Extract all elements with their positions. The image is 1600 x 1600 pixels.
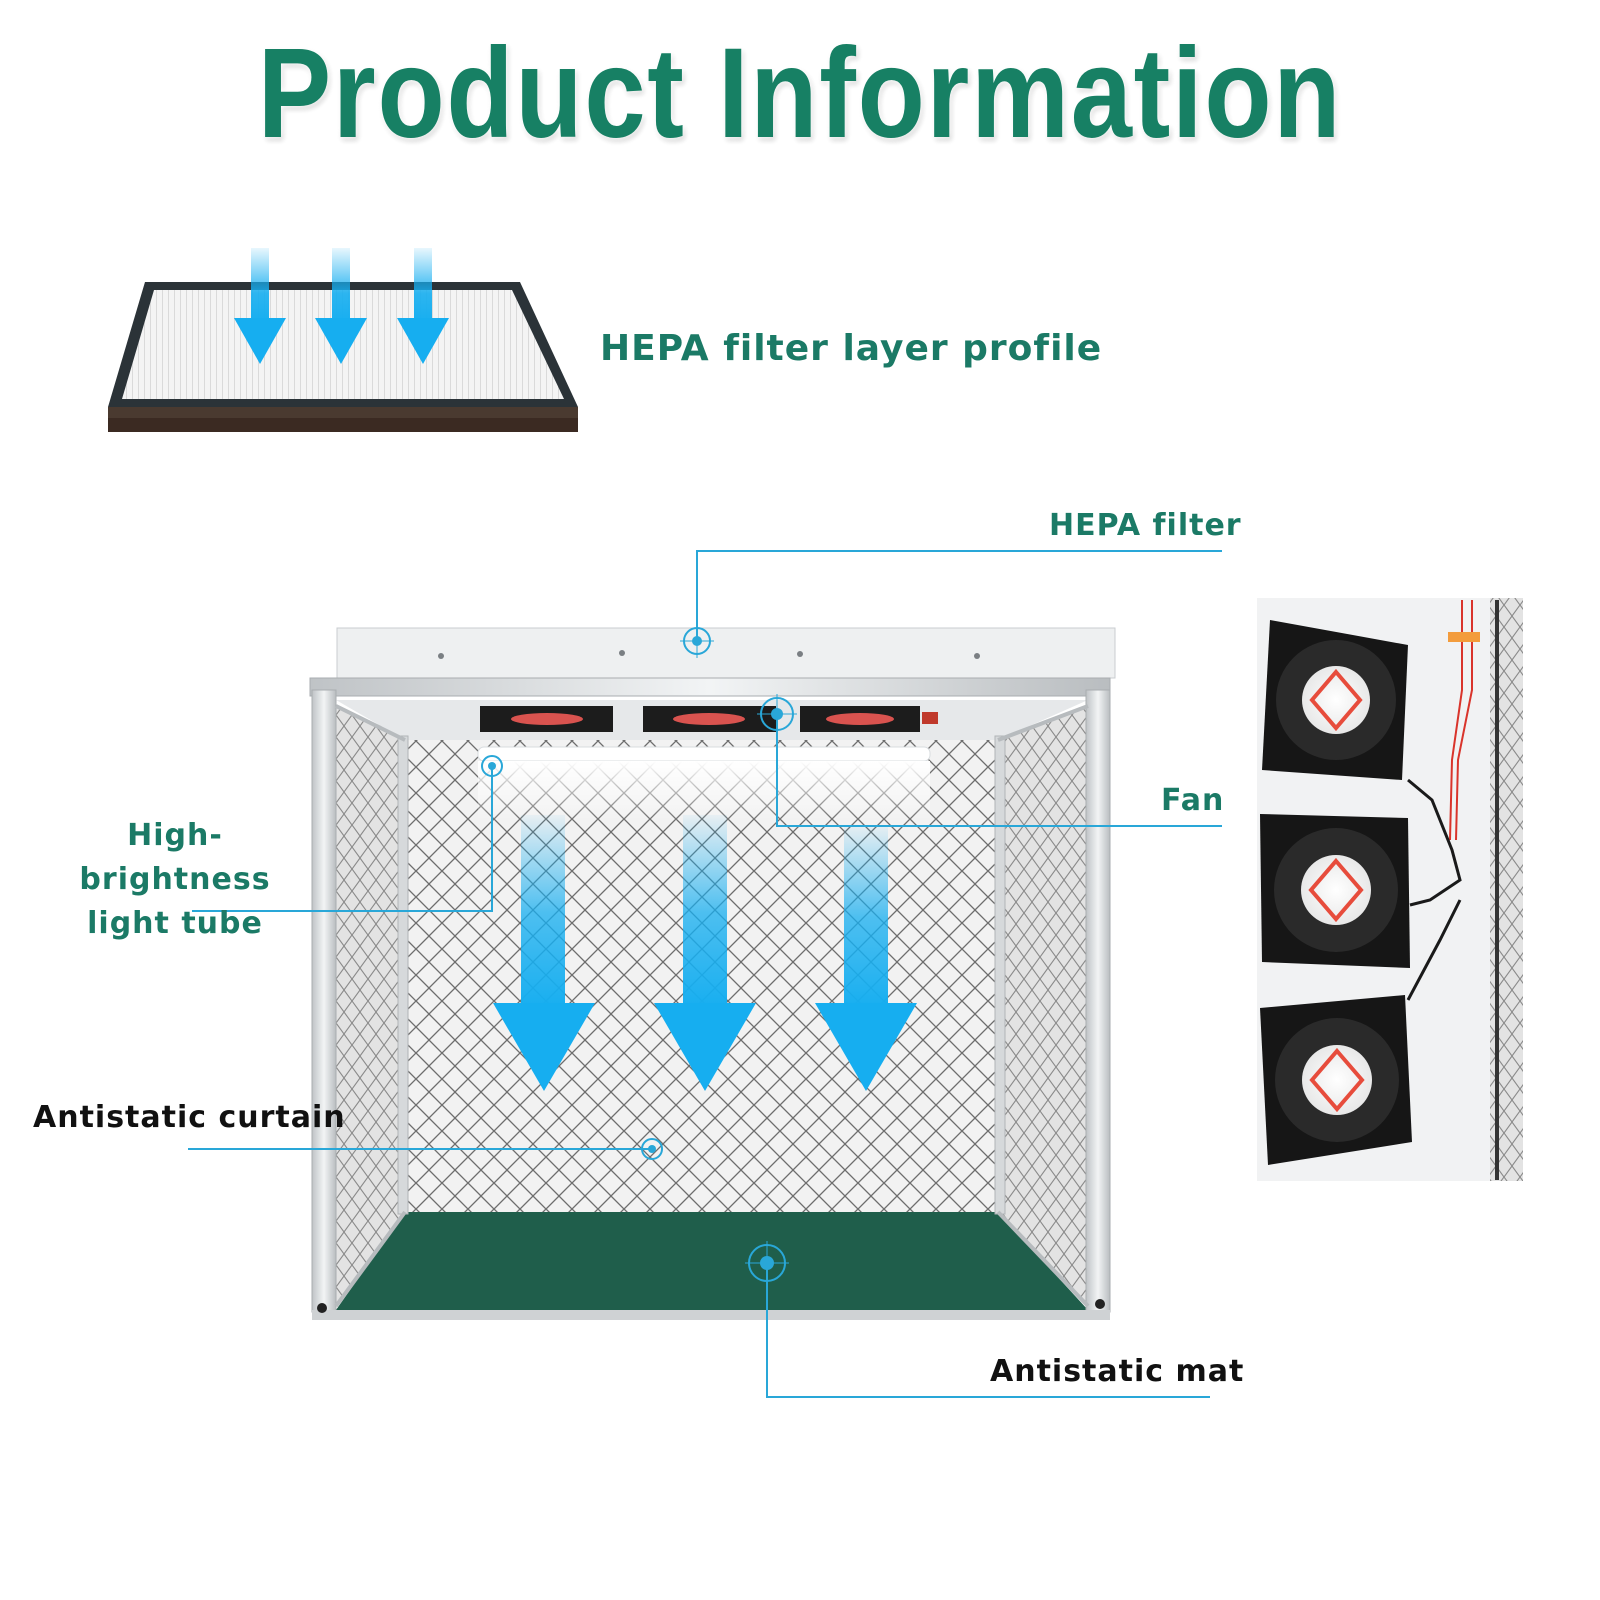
target-markers — [481, 624, 797, 1285]
fan-unit — [1260, 814, 1410, 968]
arrow-down-icon — [397, 248, 449, 364]
fan-closeup-image — [1257, 598, 1523, 1181]
label-fan: Fan — [1161, 783, 1225, 818]
arrow-down-icon — [234, 248, 286, 364]
crosshair-icon — [757, 694, 797, 734]
airflow-arrows-small — [234, 248, 449, 364]
leader-light-tube — [192, 769, 493, 912]
arrow-down-icon — [654, 815, 756, 1091]
crosshair-icon — [680, 624, 714, 658]
airflow-arrows-large — [493, 815, 917, 1091]
page-title: Product Information — [257, 22, 1343, 165]
leader-mat — [766, 1263, 1210, 1398]
label-hepa-filter: HEPA filter — [1049, 508, 1242, 543]
crosshair-icon — [481, 755, 503, 777]
ceiling-fans — [480, 706, 938, 732]
fan-unit — [1262, 620, 1408, 780]
arrow-down-icon — [815, 825, 917, 1091]
arrow-down-icon — [315, 248, 367, 364]
label-antistatic-curtain: Antistatic curtain — [33, 1100, 346, 1135]
label-high-brightness-light-tube: High-brightness light tube — [79, 818, 271, 941]
crosshair-icon — [745, 1241, 789, 1285]
leader-lines — [188, 550, 1222, 1398]
label-antistatic-mat: Antistatic mat — [990, 1354, 1245, 1389]
leader-fan — [776, 714, 1222, 827]
arrow-down-icon — [493, 815, 595, 1091]
crosshair-icon — [641, 1138, 663, 1160]
leader-hepa-filter — [696, 550, 1222, 641]
fan-unit — [1260, 995, 1412, 1165]
label-hepa-filter-layer-profile: HEPA filter layer profile — [600, 328, 1103, 369]
